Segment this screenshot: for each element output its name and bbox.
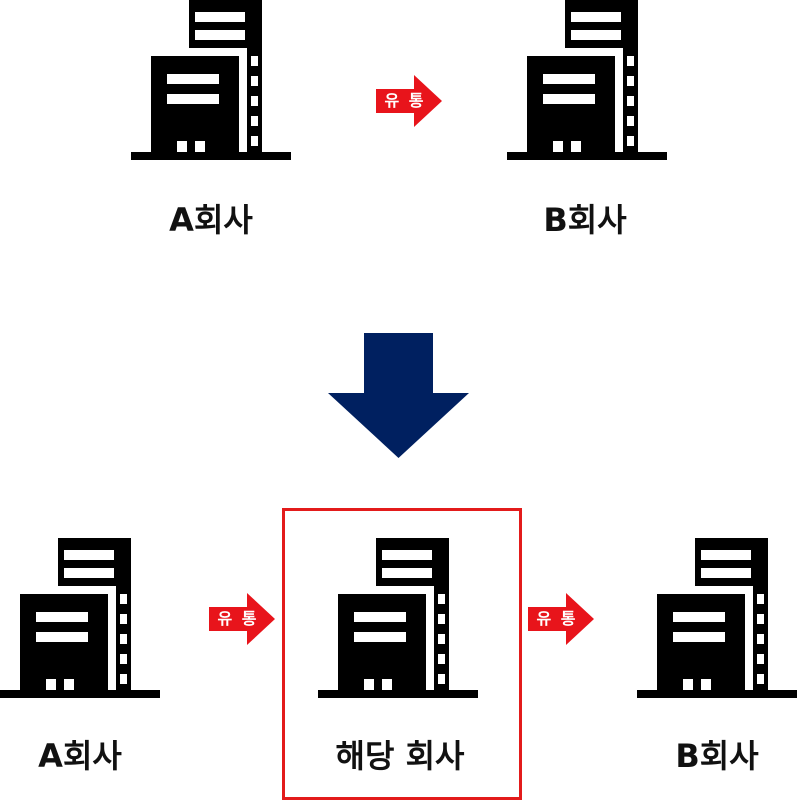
top-flow-label: 유 통 <box>384 91 426 110</box>
down-arrow-icon <box>328 333 469 458</box>
building-icon <box>0 538 160 698</box>
top-company-b-building <box>507 0 667 160</box>
bottom-flow-arrow-left: 유 통 <box>209 593 275 645</box>
target-company-label: 해당 회사 <box>335 737 465 775</box>
top-company-b-label: B회사 <box>543 201 627 239</box>
bottom-flow-arrow-right: 유 통 <box>528 593 594 645</box>
top-flow-arrow: 유 통 <box>376 75 442 127</box>
target-company-highlight-box <box>282 508 522 800</box>
bottom-flow-label-left: 유 통 <box>217 609 259 628</box>
building-icon <box>131 0 291 160</box>
bottom-flow-label-right: 유 통 <box>536 609 578 628</box>
transition-arrow <box>328 333 469 459</box>
bottom-company-a-label: A회사 <box>38 737 122 775</box>
top-company-a-building <box>131 0 291 160</box>
building-icon <box>507 0 667 160</box>
bottom-company-a-building <box>0 538 160 698</box>
bottom-company-b-label: B회사 <box>675 737 759 775</box>
bottom-company-b-building <box>637 538 797 698</box>
building-icon <box>637 538 797 698</box>
target-company-building <box>318 538 478 698</box>
building-icon <box>318 538 478 698</box>
top-company-a-label: A회사 <box>169 201 253 239</box>
